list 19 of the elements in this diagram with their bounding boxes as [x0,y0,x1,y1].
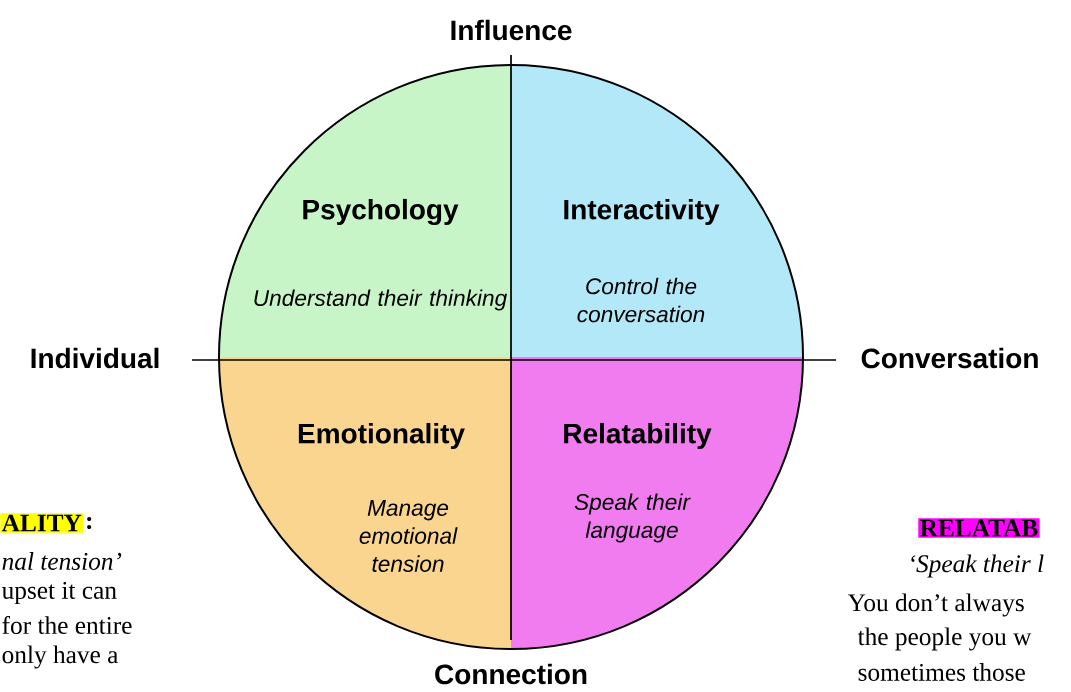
axis-label: Influence [451,19,572,41]
body-text: upset it can [1,581,117,605]
quadrant: Emotionality Manage emotional tension [219,357,511,649]
quadrant: Psychology Understand their thinking [219,65,511,357]
quadrant: Interactivity Control the conversation [511,65,803,357]
body-text: the people you w [857,627,1032,651]
axis-label: Connection [435,663,587,685]
axis-label: Conversation [861,347,1038,369]
axis-label: Individual [31,347,159,369]
quote-text: ‘Speak their l [911,554,1044,578]
body-text: for the entire [2,615,132,635]
section-heading: RELATAB [918,518,1040,538]
body-text: sometimes those [858,663,1025,681]
section-heading: ALITY [0,513,84,533]
section-heading: : [87,516,92,530]
body-text: You don’t always [847,593,1024,617]
quote-text: nal tension’ [2,552,122,570]
quadrant: Relatability Speak their language [511,357,803,649]
body-text: only have a [2,645,119,669]
